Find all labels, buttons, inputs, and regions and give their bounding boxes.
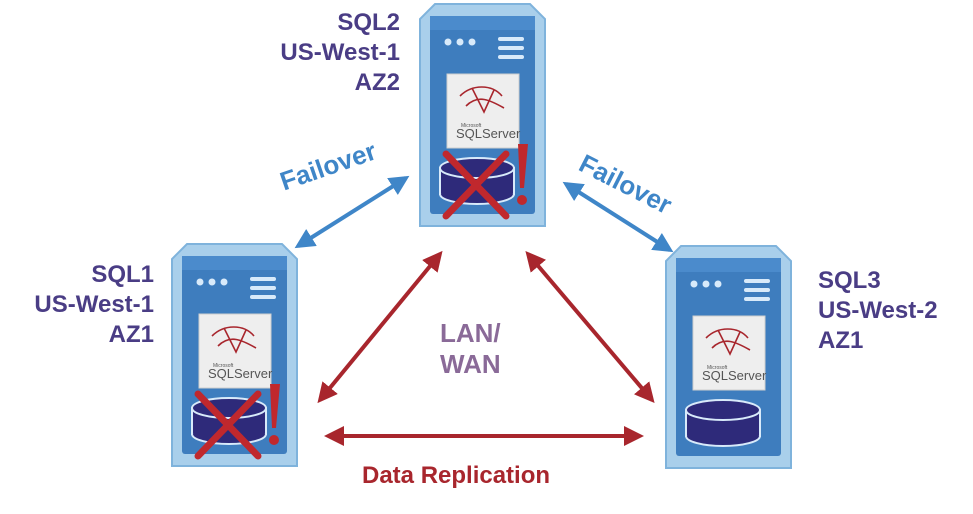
node-label-sql1: SQL1 US-West-1 AZ1 (12, 260, 154, 350)
server-sql2 (419, 3, 546, 227)
node-label-line: US-West-2 (818, 297, 938, 324)
replication-arrow-sql1-sql2 (317, 250, 443, 404)
failover-arrow-right (562, 181, 674, 253)
node-label-line: SQL2 (337, 9, 400, 36)
failover-arrow-left (294, 175, 410, 249)
replication-arrow-sql2-sql3 (525, 250, 655, 404)
node-label-line: AZ2 (354, 69, 400, 96)
server-sql3 (665, 245, 792, 469)
lan-wan-label: LAN/ WAN (440, 318, 501, 380)
lan-wan-line: WAN (440, 349, 501, 379)
server-sql1 (171, 243, 298, 467)
lan-wan-line: LAN/ (440, 318, 501, 348)
node-label-line: US-West-1 (34, 291, 154, 318)
node-label-line: SQL3 (818, 267, 881, 294)
node-label-line: AZ1 (818, 327, 864, 354)
node-label-line: AZ1 (108, 321, 154, 348)
node-label-line: US-West-1 (280, 39, 400, 66)
data-replication-label: Data Replication (362, 462, 551, 489)
node-label-sql2: SQL2 US-West-1 AZ2 (258, 8, 400, 98)
node-label-line: SQL1 (91, 261, 154, 288)
node-label-sql3: SQL3 US-West-2 AZ1 (818, 266, 968, 356)
